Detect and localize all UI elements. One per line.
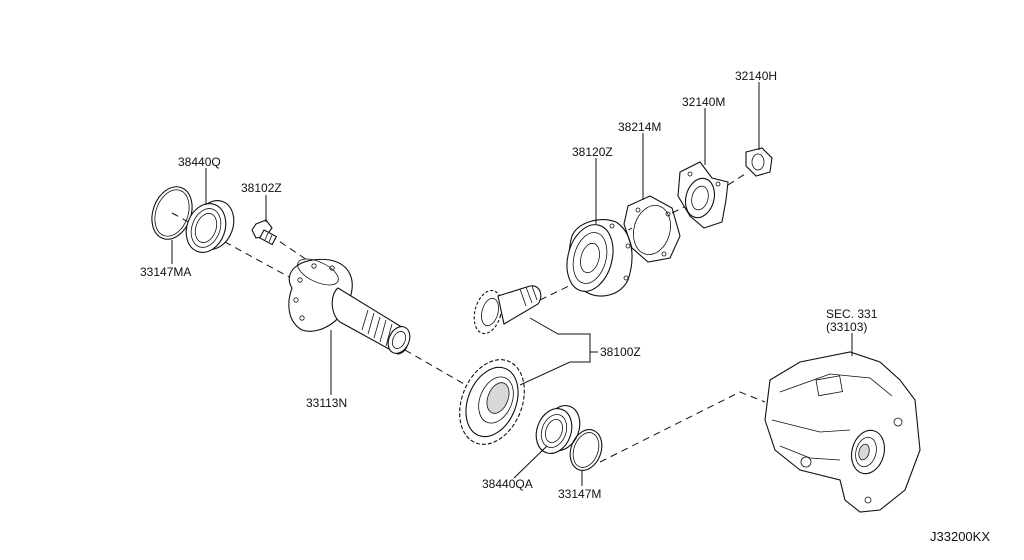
label-38100Z[interactable]: 38100Z bbox=[600, 345, 641, 359]
part-32140M-flange[interactable] bbox=[677, 161, 729, 229]
label-sec-331[interactable]: SEC. 331 bbox=[826, 307, 878, 321]
part-32140H-nut[interactable] bbox=[745, 147, 773, 177]
label-33147MA[interactable]: 33147MA bbox=[140, 265, 191, 279]
label-33113N[interactable]: 33113N bbox=[306, 396, 347, 410]
part-labels: 38440Q 33147MA 38102Z 33113N 38120Z 3821… bbox=[140, 69, 990, 544]
part-38440Q-oil-seal[interactable] bbox=[180, 195, 241, 258]
label-38214M[interactable]: 38214M bbox=[618, 120, 661, 134]
part-38440QA-oil-seal[interactable] bbox=[530, 401, 586, 459]
label-38440Q[interactable]: 38440Q bbox=[178, 155, 221, 169]
leader-lines bbox=[171, 82, 853, 486]
label-38120Z[interactable]: 38120Z bbox=[572, 145, 613, 159]
label-sec-331-sub: (33103) bbox=[826, 320, 867, 334]
shaft-splines bbox=[361, 309, 393, 347]
part-38120Z-bearing-housing[interactable] bbox=[560, 219, 633, 297]
part-33113N-flange-shaft[interactable] bbox=[288, 254, 414, 357]
label-32140M[interactable]: 32140M bbox=[682, 95, 725, 109]
label-33147M[interactable]: 33147M bbox=[558, 487, 601, 501]
part-38100Z-drive-pinion[interactable] bbox=[470, 285, 542, 337]
label-38440QA[interactable]: 38440QA bbox=[482, 477, 533, 491]
part-38100Z-ring-gear[interactable] bbox=[448, 350, 537, 454]
assembly-axis-lines bbox=[171, 171, 766, 463]
part-33147M-oring[interactable] bbox=[565, 425, 608, 475]
label-38102Z[interactable]: 38102Z bbox=[241, 181, 282, 195]
part-38214M-gasket[interactable] bbox=[623, 195, 681, 263]
label-32140H[interactable]: 32140H bbox=[735, 69, 777, 83]
part-38102Z-bolt[interactable] bbox=[251, 219, 278, 246]
diagram-code: J33200KX bbox=[930, 529, 990, 544]
transfer-case-housing[interactable] bbox=[764, 351, 921, 513]
